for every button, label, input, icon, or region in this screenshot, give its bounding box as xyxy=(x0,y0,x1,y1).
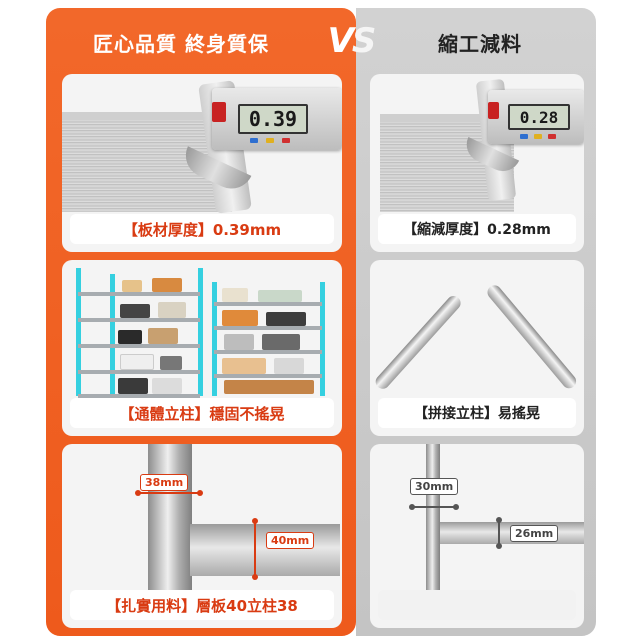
kitchen-shelf-image-2 xyxy=(62,260,342,400)
right-tube-card: 30mm 26mm xyxy=(370,444,584,628)
left-shelf-card: 【通體立柱】穩固不搖晃 xyxy=(62,260,342,436)
left-thickness-card: 0.39 【板材厚度】0.39mm xyxy=(62,74,342,252)
kitchen-shelf-image xyxy=(62,260,342,400)
right-thickness-card: 0.28 【縮減厚度】0.28mm xyxy=(370,74,584,252)
caliper-brand-logo xyxy=(212,102,226,122)
left-thickness-caption: 【板材厚度】0.39mm xyxy=(70,214,334,244)
spliced-rod-image xyxy=(372,293,464,392)
thin-post-tube-image xyxy=(426,444,440,592)
cut-corners-title: 縮工減料 xyxy=(438,31,522,56)
left-tube-card: 38mm 40mm 【扎實用料】層板40立柱38 xyxy=(62,444,342,628)
post-diameter-label: 38mm xyxy=(140,474,189,491)
left-tube-caption: 【扎實用料】層板40立柱38 xyxy=(70,590,334,620)
caliper-display: 0.39 xyxy=(238,104,308,134)
board-height-label: 40mm xyxy=(266,532,315,549)
quality-title: 匠心品質 終身質保 xyxy=(93,31,269,56)
spliced-rod-image-2 xyxy=(484,282,579,392)
thin-board-height-label: 26mm xyxy=(510,525,559,542)
right-tube-caption-bar xyxy=(378,590,576,620)
board-tube-image xyxy=(190,524,340,576)
caliper-display: 0.28 xyxy=(508,104,570,130)
right-post-caption: 【拼接立柱】易搖晃 xyxy=(378,398,576,428)
left-post-caption: 【通體立柱】穩固不搖晃 xyxy=(70,398,334,428)
right-thickness-caption: 【縮減厚度】0.28mm xyxy=(378,214,576,244)
right-post-card: 【拼接立柱】易搖晃 xyxy=(370,260,584,436)
thin-post-diameter-label: 30mm xyxy=(410,478,459,495)
caliper-brand-logo xyxy=(488,102,499,119)
post-tube-image xyxy=(148,444,192,590)
